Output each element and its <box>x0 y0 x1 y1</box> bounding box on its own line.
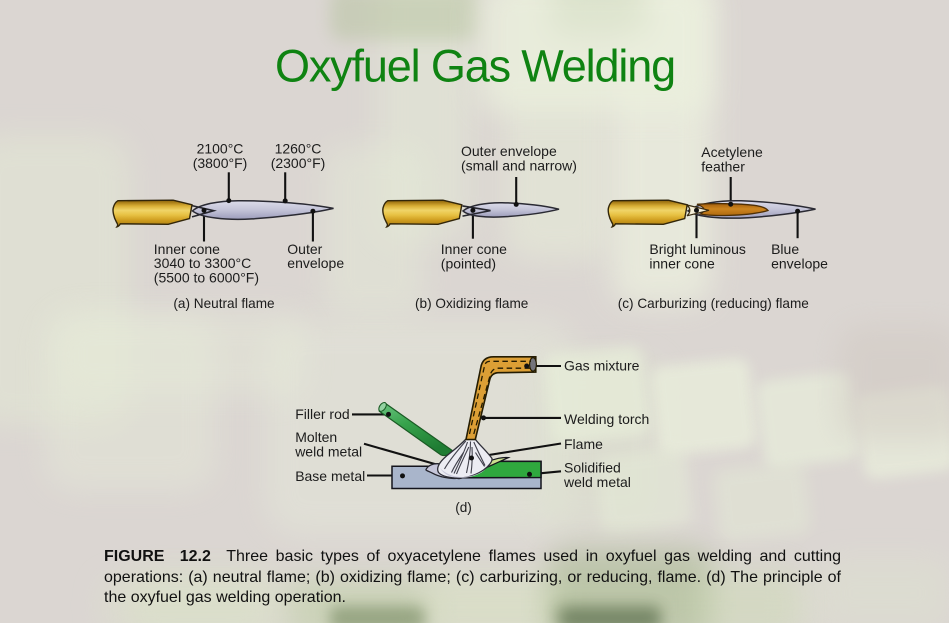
svg-text:Flame: Flame <box>564 436 603 452</box>
svg-text:(d): (d) <box>455 500 472 515</box>
svg-text:Solidified: Solidified <box>564 460 621 476</box>
svg-text:Blue: Blue <box>771 241 799 257</box>
svg-text:Outer: Outer <box>287 241 322 257</box>
svg-text:Welding torch: Welding torch <box>564 411 649 427</box>
svg-text:Acetylene: Acetylene <box>701 144 763 160</box>
svg-text:(a) Neutral flame: (a) Neutral flame <box>173 296 274 311</box>
svg-text:(2300°F): (2300°F) <box>271 155 326 171</box>
svg-text:2100°C: 2100°C <box>197 141 244 157</box>
svg-text:feather: feather <box>701 159 745 175</box>
svg-text:1260°C: 1260°C <box>275 141 322 157</box>
svg-text:envelope: envelope <box>771 256 828 272</box>
svg-text:weld metal: weld metal <box>294 444 362 460</box>
svg-text:envelope: envelope <box>287 255 344 271</box>
svg-text:(small and narrow): (small and narrow) <box>461 158 577 174</box>
svg-text:(b) Oxidizing flame: (b) Oxidizing flame <box>415 296 528 311</box>
svg-text:Molten: Molten <box>295 429 337 445</box>
svg-text:Inner cone: Inner cone <box>441 241 507 257</box>
svg-text:(5500 to 6000°F): (5500 to 6000°F) <box>154 270 259 286</box>
svg-text:(c) Carburizing (reducing) fla: (c) Carburizing (reducing) flame <box>618 296 809 311</box>
svg-text:(pointed): (pointed) <box>441 256 496 272</box>
svg-text:Bright luminous: Bright luminous <box>649 241 746 257</box>
svg-text:Oxyfuel Gas Welding: Oxyfuel Gas Welding <box>275 41 675 92</box>
svg-text:Outer envelope: Outer envelope <box>461 143 557 159</box>
svg-text:Filler rod: Filler rod <box>295 406 349 422</box>
svg-text:3040 to 3300°C: 3040 to 3300°C <box>154 255 251 271</box>
svg-text:weld metal: weld metal <box>563 474 631 490</box>
svg-text:Inner cone: Inner cone <box>154 241 220 257</box>
svg-text:Gas mixture: Gas mixture <box>564 358 640 374</box>
svg-text:inner cone: inner cone <box>649 256 715 272</box>
svg-text:(3800°F): (3800°F) <box>193 155 248 171</box>
svg-text:Base metal: Base metal <box>295 468 365 484</box>
